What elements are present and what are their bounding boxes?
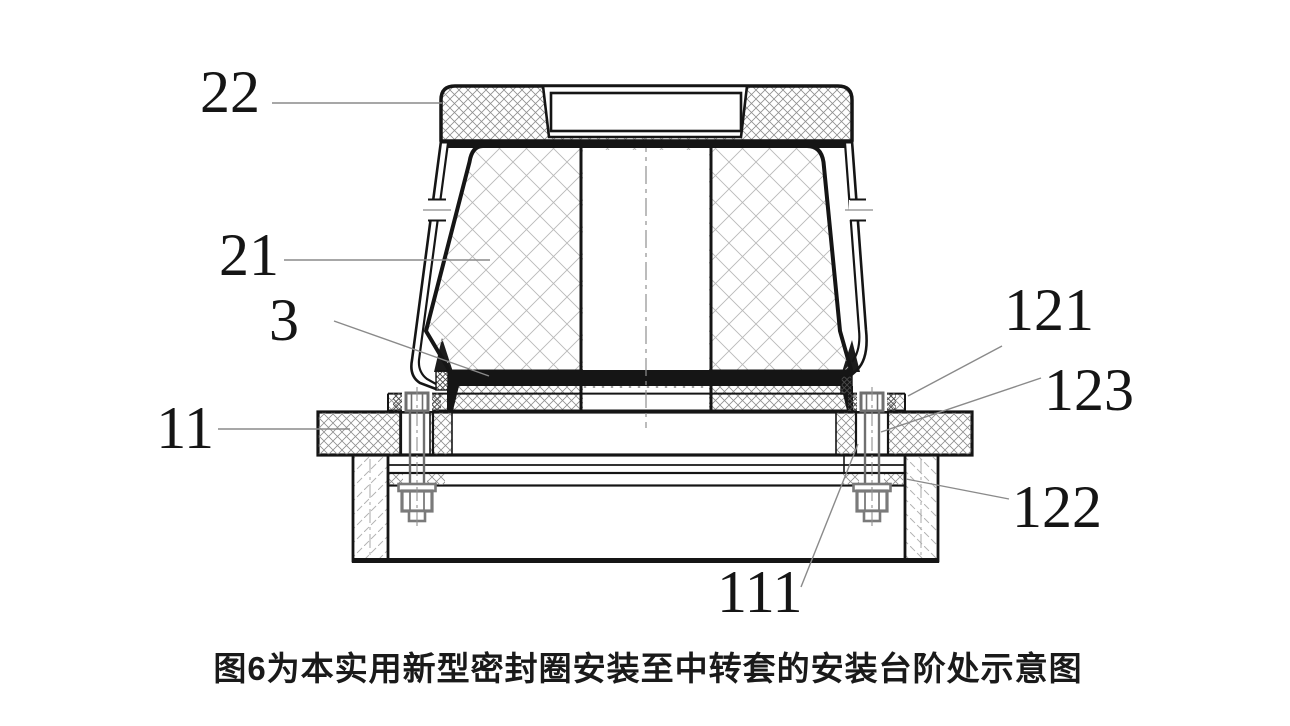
figure-caption: 图6为本实用新型密封圈安装至中转套的安装台阶处示意图 xyxy=(213,650,1082,687)
bolt-123-right xyxy=(848,387,896,526)
rubber-body-21 xyxy=(387,134,906,428)
leader-3 xyxy=(333,320,490,377)
outer-cap-22 xyxy=(439,84,854,148)
label-123: 123 xyxy=(1044,357,1134,423)
reference-labels: 22 21 3 11 121 123 122 111 xyxy=(156,59,1134,625)
leader-111 xyxy=(800,443,859,588)
cap-skirt-right xyxy=(840,140,873,395)
label-121: 121 xyxy=(1004,277,1094,343)
bolt-123-left xyxy=(393,387,441,526)
label-111: 111 xyxy=(717,559,803,625)
label-122: 122 xyxy=(1012,474,1102,540)
cap-skirt-left xyxy=(410,140,451,391)
label-11: 11 xyxy=(156,395,214,461)
flange-plate-11 xyxy=(316,410,974,457)
leader-123 xyxy=(880,377,1042,433)
leader-lines xyxy=(218,102,1042,588)
label-3: 3 xyxy=(269,287,299,353)
label-22: 22 xyxy=(200,59,260,125)
sleeve-base-walls xyxy=(351,453,940,563)
label-21: 21 xyxy=(219,222,279,288)
leader-122 xyxy=(905,478,1010,500)
leader-121 xyxy=(907,345,1003,397)
sleeve-lower-plate-122 xyxy=(386,464,907,487)
